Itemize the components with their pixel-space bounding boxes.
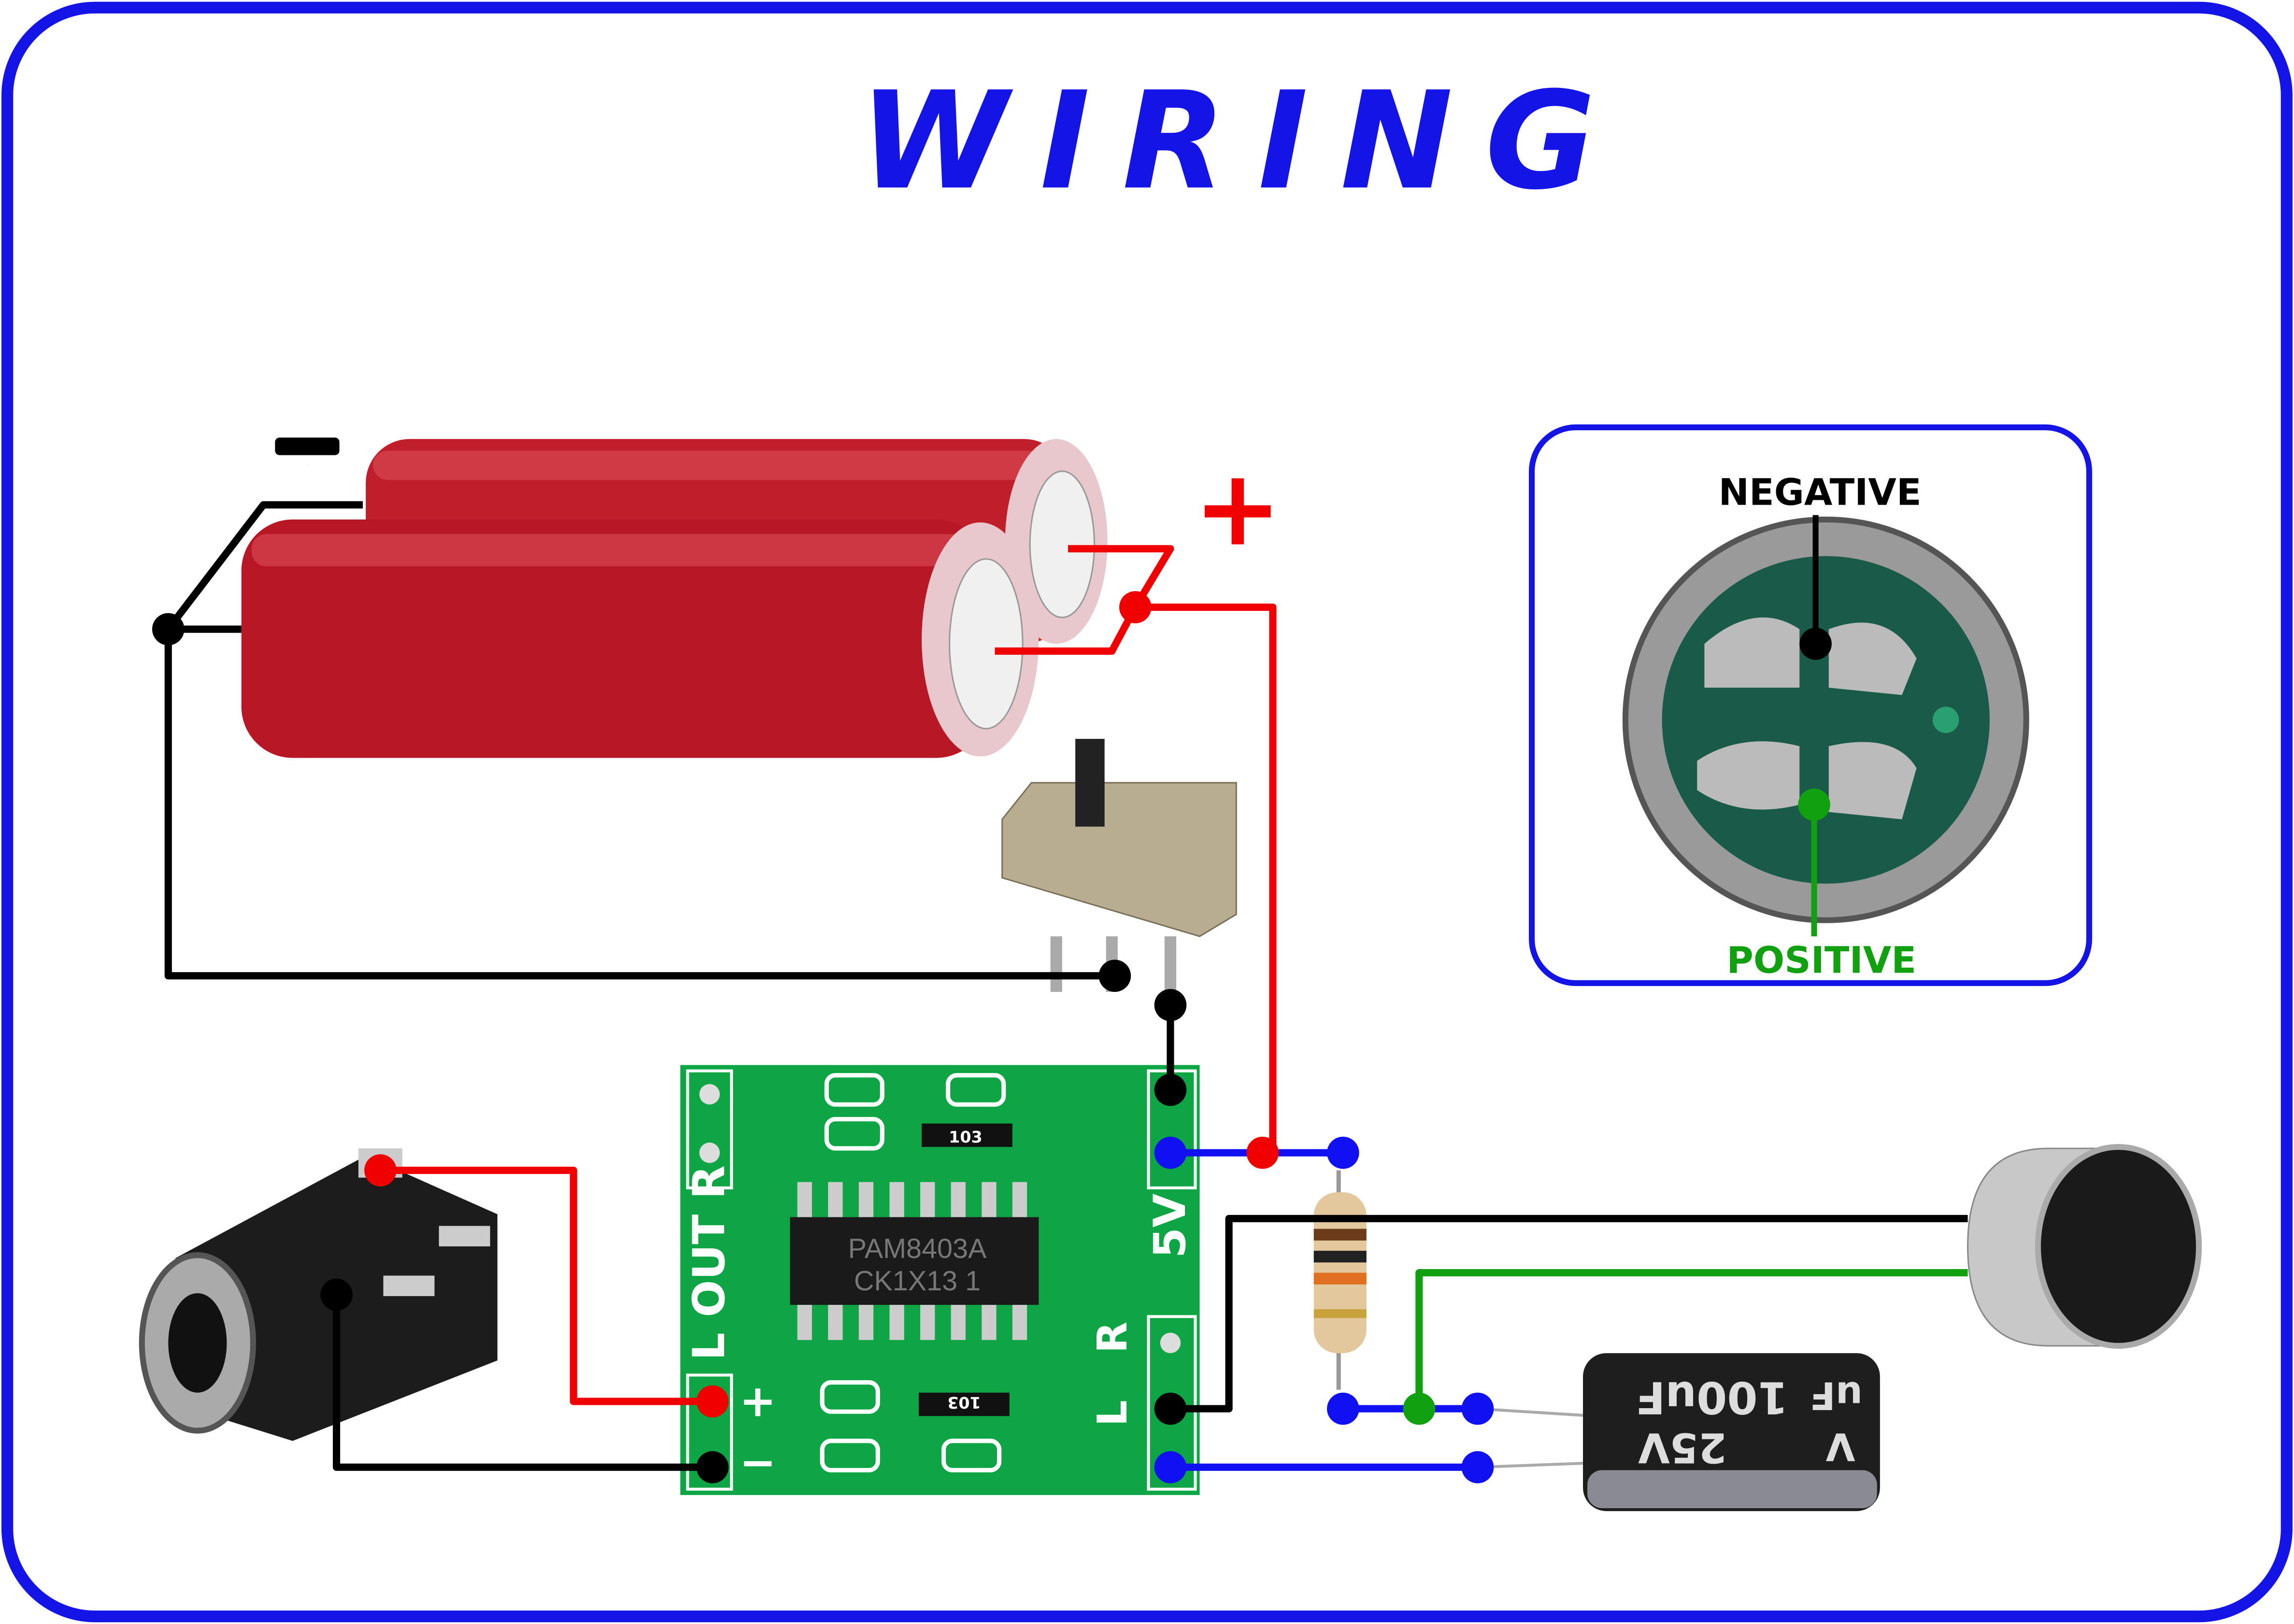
label-plus: + [740, 1376, 776, 1426]
mic-pinout-inset: NEGATIVE POSITIVE [1528, 424, 2093, 986]
battery-front [241, 519, 1039, 758]
chip-model: PAM8403A [848, 1233, 987, 1264]
positive-pin-label: POSITIVE [1726, 939, 1916, 982]
switch-knob [1075, 739, 1105, 827]
capacitor-value-repeat: uF [1810, 1373, 1863, 1418]
wire-mic-negative [1170, 1214, 1968, 1412]
label-5v: 5V [1145, 1194, 1196, 1258]
connection-dots [152, 591, 1494, 1483]
electrolytic-capacitor: 100uF 25V uF V [1477, 1353, 1880, 1511]
resistor [1313, 1170, 1367, 1390]
label-l: L [1088, 1400, 1136, 1426]
wire-battery-negative [164, 625, 1115, 980]
negative-pin-label: NEGATIVE [1719, 471, 1922, 513]
capacitor-value: 100uF [1635, 1372, 1788, 1423]
wire-mic-positive [1415, 1269, 1968, 1409]
label-minus: − [740, 1438, 776, 1488]
page-title: WIRING [859, 62, 1628, 219]
label-l-out-r: L OUT R [684, 1165, 735, 1360]
wire-battery-positive-back [1068, 545, 1174, 609]
negative-mark-icon [275, 438, 340, 455]
label-r: R [1088, 1322, 1136, 1353]
resistor-code-top: 103 [949, 1128, 983, 1146]
chip [790, 1217, 1039, 1305]
capacitor-voltage-repeat: V [1826, 1425, 1855, 1469]
wire-battery-positive-front [995, 605, 1139, 655]
capacitor-voltage: 25V [1638, 1424, 1727, 1472]
wire-jack-to-out-plus [380, 1166, 712, 1405]
wire-battery-negative-back [165, 501, 363, 632]
electret-microphone [1967, 1144, 2202, 1349]
battery-pack: − + [241, 438, 1282, 758]
positive-label: + [1194, 447, 1282, 569]
chip-code: CK1X13 1 [854, 1266, 981, 1297]
pcb-amplifier-board: PAM8403A CK1X13 1 103 103 L OUT R 5V L R… [680, 1065, 1200, 1495]
resistor-code-bottom: 103 [947, 1393, 981, 1412]
negative-label: − [307, 464, 308, 466]
wire-jack-to-out-minus [333, 1294, 712, 1471]
